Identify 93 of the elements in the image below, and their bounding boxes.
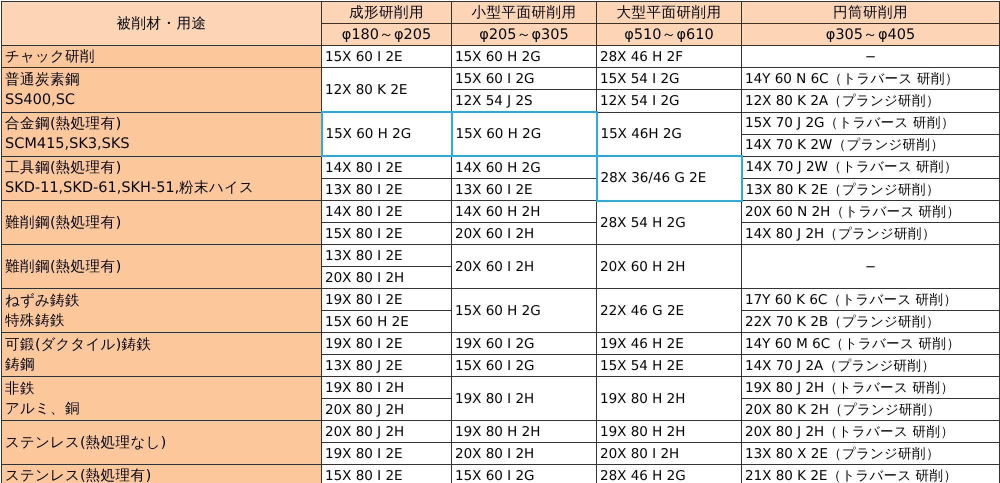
grinding-wheel-spec: 15X 60 H 2G	[452, 112, 596, 156]
material-grades: SS400,SC	[5, 90, 76, 110]
grinding-wheel-spec: 20X 60 N 2H（トラバース 研削）	[742, 200, 1000, 222]
grinding-wheel-spec: 13X 80 K 2E（プランジ研削）	[742, 178, 1000, 200]
grinding-wheel-spec: 13X 80 X 2E（プランジ研削）	[742, 442, 1000, 464]
grinding-wheel-spec: 19X 80 I 2H	[452, 376, 596, 420]
grinding-wheel-spec: 28X 54 H 2G	[596, 200, 742, 244]
grinding-wheel-spec: 15X 60 I 2G	[452, 464, 596, 483]
grinding-wheel-spec: 12X 80 K 2E	[322, 68, 452, 112]
grinding-wheel-spec: 15X 60 H 2G	[452, 288, 596, 332]
grinding-wheel-spec: 21X 80 K 2E（トラバース 研削）	[742, 464, 1000, 483]
grinding-wheel-spec: 15X 60 H 2G	[452, 46, 596, 68]
column-header: φ305～φ405	[742, 24, 1000, 46]
grinding-wheel-spec: 14X 80 J 2H（プランジ研削）	[742, 222, 1000, 244]
grinding-wheel-spec: 20X 80 I 2H	[452, 442, 596, 464]
grinding-wheel-spec: 12X 80 K 2A（プランジ研削）	[742, 90, 1000, 112]
grinding-wheel-spec: 22X 46 G 2E	[596, 288, 742, 332]
row-header: チャック研削	[2, 46, 322, 68]
grinding-wheel-spec: 15X 60 H 2E	[322, 310, 452, 332]
grinding-wheel-spec: 15X 70 J 2G（トラバース 研削）	[742, 112, 1000, 134]
row-header: ステンレス(熱処理なし)	[2, 420, 322, 464]
grinding-wheel-spec: 13X 80 I 2E	[322, 244, 452, 266]
column-header: φ205～φ305	[452, 24, 596, 46]
grinding-wheel-spec: 20X 80 J 2H	[322, 420, 452, 442]
grinding-wheel-spec: 14Y 60 M 6C（トラバース 研削）	[742, 332, 1000, 354]
grinding-wheel-spec: 28X 46 H 2G	[596, 464, 742, 483]
row-header: 難削鋼(熱処理有)	[2, 244, 322, 288]
grinding-wheel-spec: 22X 70 K 2B（プランジ研削）	[742, 310, 1000, 332]
material-grades: 特殊鋳鉄	[5, 312, 66, 330]
grinding-wheel-spec: −	[742, 46, 1000, 68]
grinding-wheel-spec: 19X 80 H 2H	[596, 420, 742, 442]
grinding-wheel-spec: 14X 70 J 2A（プランジ研削）	[742, 354, 1000, 376]
material-grades: SCM415,SK3,SKS	[5, 135, 131, 154]
grinding-wheel-spec: 19X 80 H 2H	[452, 420, 596, 442]
material-name: 合金鋼(熱処理有)	[5, 115, 122, 134]
grinding-wheel-spec: 13X 80 J 2E	[322, 354, 452, 376]
grinding-wheel-spec: 15X 60 I 2E	[322, 46, 452, 68]
grinding-wheel-spec: 17Y 60 K 6C（トラバース 研削）	[742, 288, 1000, 310]
column-header: φ180～φ205	[322, 24, 452, 46]
grinding-wheel-spec: 19X 80 J 2H（トラバース 研削）	[742, 376, 1000, 398]
grinding-wheel-spec: 20X 60 I 2H	[452, 222, 596, 244]
grinding-wheel-spec: 13X 80 I 2E	[322, 178, 452, 200]
material-grades: アルミ、銅	[5, 400, 81, 418]
grinding-wheel-spec: 14X 60 H 2H	[452, 200, 596, 222]
grinding-wheel-spec: 15X 60 I 2G	[452, 68, 596, 90]
grinding-wheel-spec: 19X 80 H 2H	[596, 376, 742, 420]
material-name: 非鉄	[5, 380, 36, 398]
grinding-wheel-spec: 28X 46 H 2F	[596, 46, 742, 68]
grinding-wheel-spec: 14X 60 H 2G	[452, 156, 596, 178]
material-name: 可鍛(ダクタイル)鋳鉄	[5, 336, 152, 354]
row-header: 難削鋼(熱処理有)	[2, 200, 322, 244]
column-header: 成形研削用	[322, 2, 452, 24]
grinding-wheel-spec: 20X 60 H 2H	[596, 244, 742, 288]
grinding-wheel-spec: 19X 80 I 2H	[322, 376, 452, 398]
column-header: 被削材・用途	[2, 2, 322, 46]
material-name: 工具鋼(熱処理有)	[5, 159, 122, 178]
grinding-wheel-spec: 20X 80 I 2H	[596, 442, 742, 464]
grinding-wheel-spec: 15X 46H 2G	[596, 112, 742, 156]
grinding-wheel-spec: 15X 54 I 2G	[596, 68, 742, 90]
grinding-wheel-spec: 15X 60 I 2G	[452, 354, 596, 376]
grinding-wheel-spec: 20X 80 J 2H	[322, 398, 452, 420]
grinding-wheel-spec: 20X 60 I 2H	[452, 244, 596, 288]
grinding-wheel-spec: 19X 60 I 2G	[452, 332, 596, 354]
grinding-wheel-spec: 14X 80 I 2E	[322, 156, 452, 178]
grinding-wheel-spec: 19X 80 I 2E	[322, 288, 452, 310]
grinding-wheel-spec: 14X 80 I 2E	[322, 200, 452, 222]
material-name: 普通炭素鋼	[5, 70, 81, 90]
grinding-wheel-spec: 28X 36/46 G 2E	[596, 156, 742, 200]
grinding-wheel-spec: 15X 80 I 2E	[322, 464, 452, 483]
grinding-wheel-spec: 14Y 60 N 6C（トラバース 研削）	[742, 68, 1000, 90]
material-name: ねずみ鋳鉄	[5, 292, 81, 310]
column-header: 小型平面研削用	[452, 2, 596, 24]
grinding-wheel-spec: 19X 80 I 2E	[322, 442, 452, 464]
grinding-wheel-spec: 20X 80 J 2H（トラバース 研削）	[742, 420, 1000, 442]
material-grades: 鋳鋼	[5, 356, 36, 374]
row-header: ステンレス(熱処理有)	[2, 464, 322, 483]
grinding-wheel-spec: 15X 54 H 2E	[596, 354, 742, 376]
column-header: 大型平面研削用	[596, 2, 742, 24]
grinding-wheel-spec: 20X 80 K 2H（プランジ研削）	[742, 398, 1000, 420]
column-header: 円筒研削用	[742, 2, 1000, 24]
grinding-wheel-spec: 15X 80 I 2E	[322, 222, 452, 244]
grinding-wheel-spec: 19X 46 H 2E	[596, 332, 742, 354]
grinding-wheel-spec: 12X 54 J 2S	[452, 90, 596, 112]
grinding-wheel-spec: 15X 60 H 2G	[322, 112, 452, 156]
grinding-wheel-spec: 13X 60 I 2E	[452, 178, 596, 200]
grinding-wheel-spec: 20X 80 I 2H	[322, 266, 452, 288]
column-header: φ510～φ610	[596, 24, 742, 46]
grinding-wheel-spec: 19X 80 I 2E	[322, 332, 452, 354]
grinding-wheel-spec: 14X 70 K 2W（プランジ研削）	[742, 134, 1000, 156]
grinding-wheel-spec: 12X 54 I 2G	[596, 90, 742, 112]
material-grades: SKD-11,SKD-61,SKH-51,粉末ハイス	[5, 179, 256, 198]
grinding-wheel-spec: 14X 70 J 2W（トラバース 研削）	[742, 156, 1000, 178]
grinding-wheel-spec: −	[742, 244, 1000, 288]
